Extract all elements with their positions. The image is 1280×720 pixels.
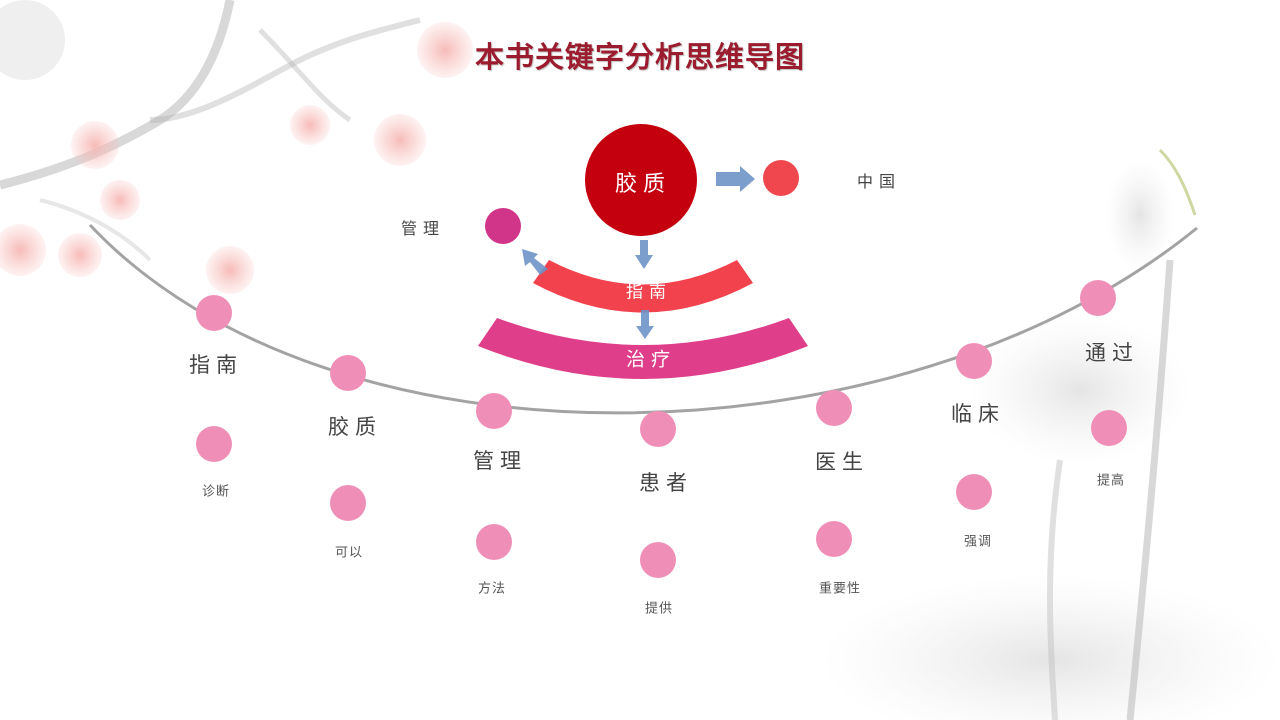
keyword-sub-label: 重要性 bbox=[818, 581, 862, 597]
arrow-down-icon bbox=[636, 310, 654, 339]
keyword-dot-main bbox=[1080, 280, 1116, 316]
keyword-dot-main bbox=[956, 343, 992, 379]
keyword-dots bbox=[196, 280, 1127, 578]
keyword-dot-sub bbox=[816, 521, 852, 557]
right-node bbox=[763, 160, 799, 196]
plum-branch-decoration bbox=[0, 0, 473, 294]
left-node bbox=[485, 208, 521, 244]
keyword-dot-sub bbox=[476, 524, 512, 560]
lotus-decoration bbox=[820, 148, 1280, 720]
core-node bbox=[585, 124, 697, 236]
page-title: 本书关键字分析思维导图 bbox=[474, 40, 805, 74]
arc-bottom-label: 治疗 bbox=[625, 348, 677, 371]
keyword-sub-label: 强调 bbox=[963, 534, 993, 550]
keyword-sub-label: 提供 bbox=[644, 601, 674, 617]
keyword-sub-label: 提高 bbox=[1096, 473, 1126, 489]
keyword-dot-main bbox=[816, 390, 852, 426]
keyword-sub-label: 可以 bbox=[334, 545, 364, 561]
arc-band-bottom bbox=[478, 318, 808, 379]
left-node-label: 管理 bbox=[400, 219, 446, 238]
keyword-main-label: 患者 bbox=[639, 471, 693, 495]
right-node-label: 中国 bbox=[856, 172, 902, 191]
keyword-main-label: 管理 bbox=[473, 449, 527, 473]
keyword-main-label: 通过 bbox=[1085, 341, 1139, 365]
keyword-dot-sub bbox=[640, 542, 676, 578]
arc-top-label: 指南 bbox=[626, 282, 672, 303]
keyword-main-label: 临床 bbox=[951, 402, 1005, 426]
keyword-main-label: 医生 bbox=[815, 450, 869, 474]
keyword-dot-sub bbox=[330, 485, 366, 521]
keyword-dot-sub bbox=[196, 426, 232, 462]
keyword-sub-label: 方法 bbox=[477, 581, 507, 597]
core-node-label: 胶质 bbox=[614, 172, 672, 197]
keyword-dot-sub bbox=[956, 474, 992, 510]
keyword-dot-sub bbox=[1091, 410, 1127, 446]
keyword-dot-main bbox=[476, 393, 512, 429]
keyword-main-label: 指南 bbox=[189, 353, 243, 377]
arc-band-top bbox=[533, 260, 753, 313]
keyword-dot-main bbox=[330, 355, 366, 391]
arrow-down-icon bbox=[635, 240, 653, 269]
keyword-sub-label: 诊断 bbox=[201, 484, 231, 500]
keyword-main-label: 胶质 bbox=[328, 415, 382, 439]
keyword-dot-main bbox=[640, 411, 676, 447]
arrow-up-left-icon bbox=[522, 249, 548, 275]
keyword-dot-main bbox=[196, 295, 232, 331]
arrow-right-icon bbox=[716, 166, 755, 192]
